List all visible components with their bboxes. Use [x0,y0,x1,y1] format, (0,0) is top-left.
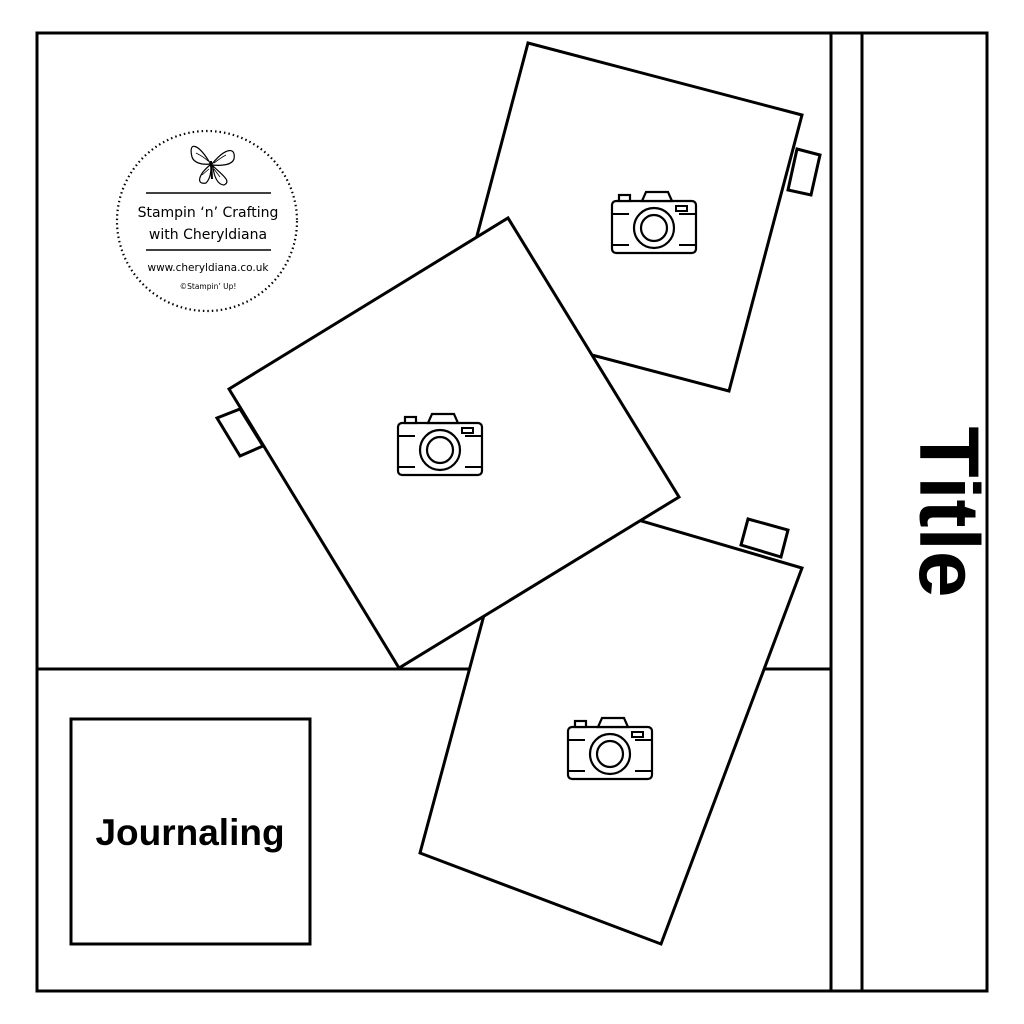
page-frame [35,31,989,993]
camera-icon [396,412,484,477]
photo-center [214,215,682,671]
journaling-box [69,717,312,946]
title-label: Title [902,426,996,597]
camera-icon [566,716,654,781]
butterfly-icon [190,145,235,186]
logo-line-2: with Cheryldiana [149,227,267,243]
brand-logo: Stampin ‘n’ Crafting with Cheryldiana ww… [115,129,299,313]
camera-icon [610,190,698,255]
logo-url: www.cheryldiana.co.uk [147,262,269,274]
logo-line-1: Stampin ‘n’ Crafting [138,205,279,221]
journaling-label: Journaling [95,812,284,853]
photo-bottom-right [418,483,804,946]
logo-copyright: ©Stampin’ Up! [180,282,237,291]
